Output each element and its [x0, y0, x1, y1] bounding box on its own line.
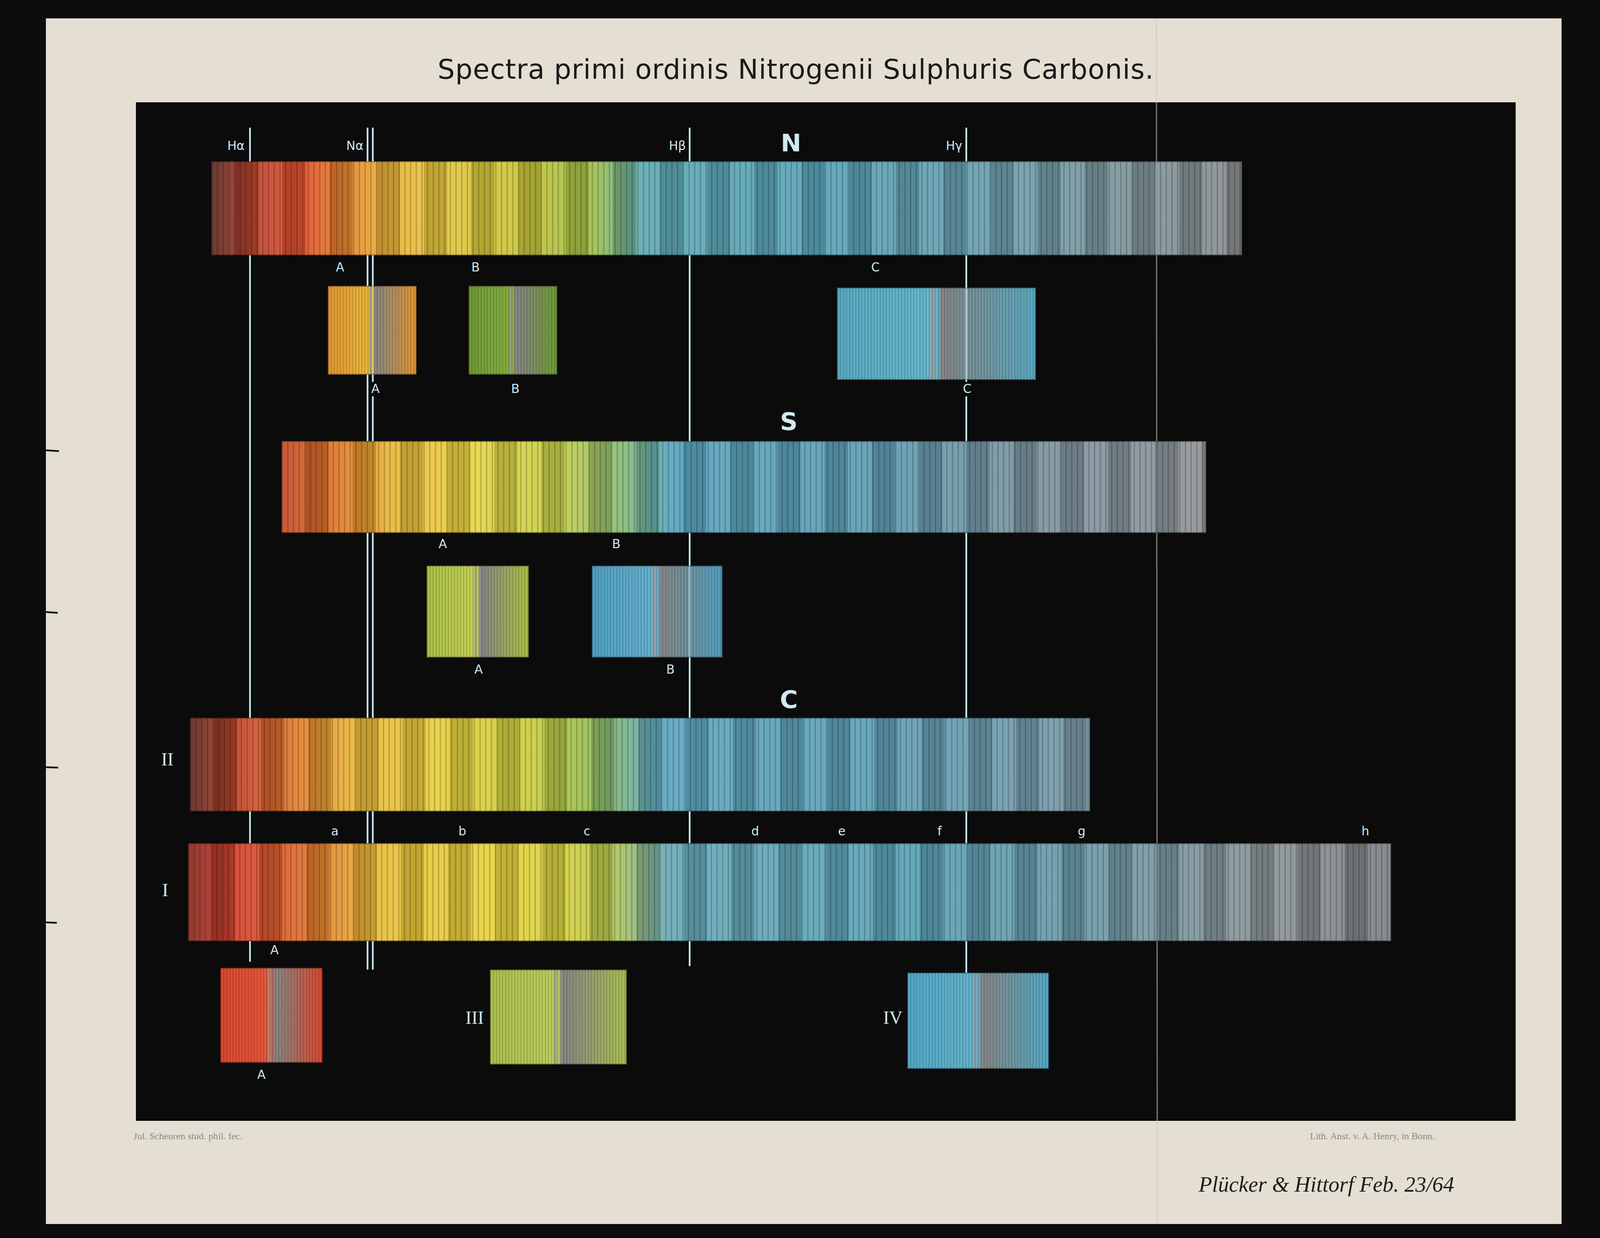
- plate-title: Spectra primi ordinis Nitrogenii Sulphur…: [437, 54, 1154, 85]
- detail-letter: B: [663, 662, 677, 677]
- detail-numeral: IV: [881, 1007, 905, 1028]
- spectrum-band: S: [281, 440, 1207, 533]
- spectrum-band: I: [187, 843, 1392, 941]
- artist-credit: Jul. Scheuren stud. phil. fec.: [133, 1130, 243, 1142]
- line-name: Hγ: [943, 138, 965, 154]
- band-marker: C: [868, 260, 882, 275]
- line-marker: g: [1075, 824, 1088, 839]
- line-marker: d: [749, 824, 762, 839]
- detail-letter: A: [368, 381, 382, 397]
- paper-notches: [45, 450, 60, 923]
- line-marker: c: [581, 824, 593, 839]
- detail-letter: B: [508, 381, 522, 397]
- spectrum-detail: C: [836, 287, 1036, 380]
- band-marker: A: [436, 537, 449, 552]
- line-name: Hβ: [666, 138, 689, 154]
- black-plate: [135, 102, 1516, 1121]
- detail-letter: C: [960, 381, 974, 397]
- line-name: Hα: [225, 138, 247, 154]
- band-marker: A: [267, 943, 281, 958]
- spectrum-detail: A: [426, 565, 529, 658]
- detail-letter: A: [254, 1067, 268, 1083]
- detail-letter: A: [472, 662, 485, 677]
- band-marker: B: [468, 260, 482, 275]
- spectrum-band: N: [211, 161, 1243, 256]
- band-marker: B: [609, 537, 623, 552]
- band-letter: C: [777, 685, 801, 713]
- spectrum-detail: A: [220, 967, 323, 1063]
- band-numeral: II: [159, 749, 176, 770]
- spectrum-detail: B: [468, 285, 558, 375]
- spectrum-detail: A: [327, 285, 417, 375]
- spectrum-detail: III: [489, 969, 627, 1065]
- spectrum-detail: B: [591, 565, 723, 658]
- band-marker: A: [333, 260, 347, 275]
- line-marker: a: [328, 824, 341, 839]
- band-letter: N: [778, 129, 805, 157]
- handwritten-note: Plücker & Hittorf Feb. 23/64: [1198, 1172, 1455, 1197]
- printer-credit: Lith. Anst. v. A. Henry, in Bonn.: [1309, 1130, 1435, 1142]
- band-numeral: I: [160, 879, 171, 900]
- line-marker: f: [935, 824, 945, 839]
- detail-numeral: III: [463, 1007, 486, 1028]
- spectrum-detail: IV: [907, 972, 1049, 1069]
- line-marker: e: [835, 824, 848, 839]
- spectrum-band: CII: [189, 717, 1090, 812]
- paper: [45, 18, 1562, 1224]
- line-marker: h: [1359, 824, 1372, 839]
- line-name: Nα: [343, 138, 366, 154]
- band-letter: S: [777, 407, 801, 435]
- line-marker: b: [456, 824, 469, 839]
